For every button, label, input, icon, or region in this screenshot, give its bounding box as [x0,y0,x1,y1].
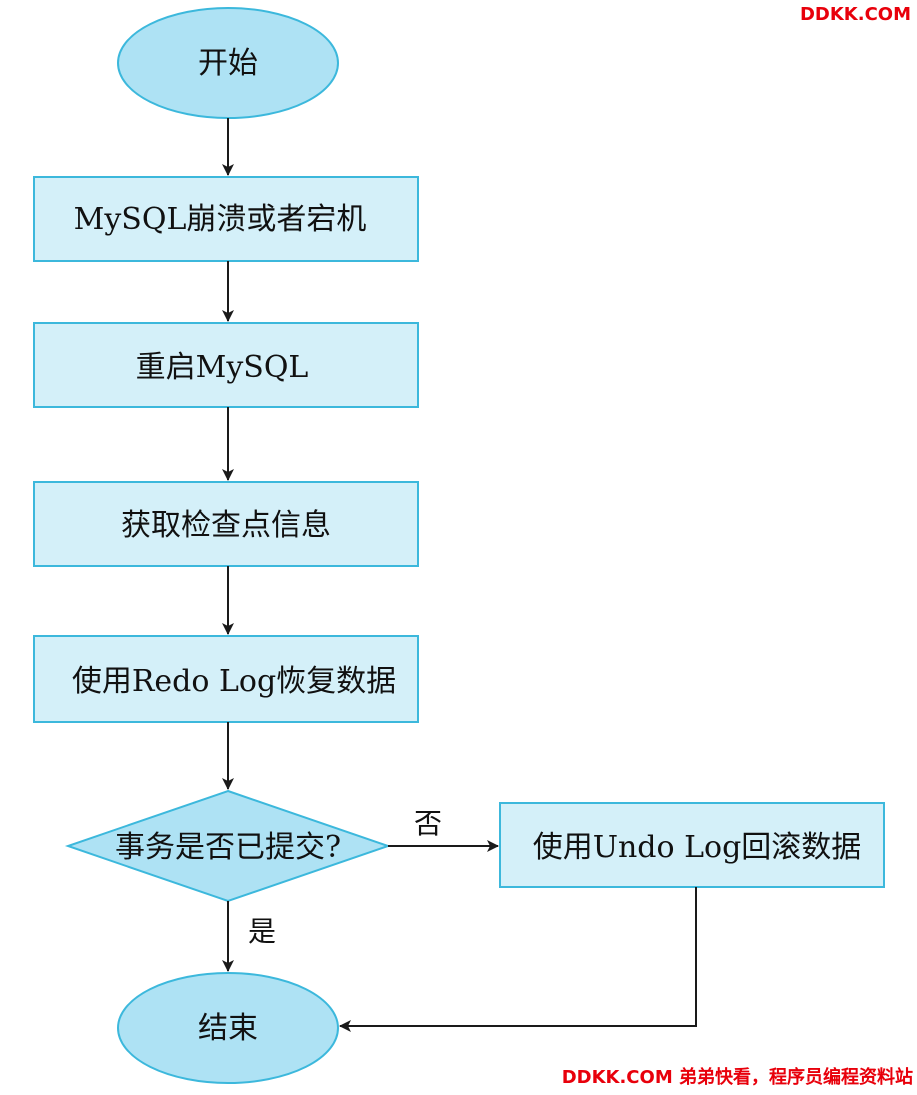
checkpoint-label: 获取检查点信息 [121,508,331,543]
restart-box [33,322,419,408]
watermark-top: DDKK.COM [799,4,911,25]
end-node: 结束 [117,972,339,1084]
checkpoint-node: 获取检查点信息 [33,481,419,567]
watermark-bottom: DDKK.COM 弟弟快看，程序员编程资料站 [561,1067,913,1088]
arrow-undo-to-end [339,887,697,1032]
checkpoint-box [33,481,419,567]
start-node: 开始 [117,7,339,119]
crash-node: MySQL崩溃或者宕机 [33,176,419,262]
undo-node: 使用Undo Log回滚数据 [499,802,885,888]
decision-node: 事务是否已提交? [64,789,392,903]
restart-node: 重启MySQL [33,322,419,408]
restart-label: 重启MySQL [136,350,309,385]
decision-label: 事务是否已提交? [115,830,341,865]
undo-label: 使用Undo Log回滚数据 [533,830,862,865]
undo-box [499,802,885,888]
crash-label: MySQL崩溃或者宕机 [74,202,367,237]
redo-node: 使用Redo Log恢复数据 [33,635,419,723]
start-label: 开始 [198,46,258,81]
edge-no-label: 否 [414,807,442,840]
redo-label: 使用Redo Log恢复数据 [72,664,396,699]
crash-box [33,176,419,262]
end-label: 结束 [198,1011,258,1046]
edge-yes-label: 是 [248,915,276,948]
redo-box [33,635,419,723]
end-ellipse [117,972,339,1084]
